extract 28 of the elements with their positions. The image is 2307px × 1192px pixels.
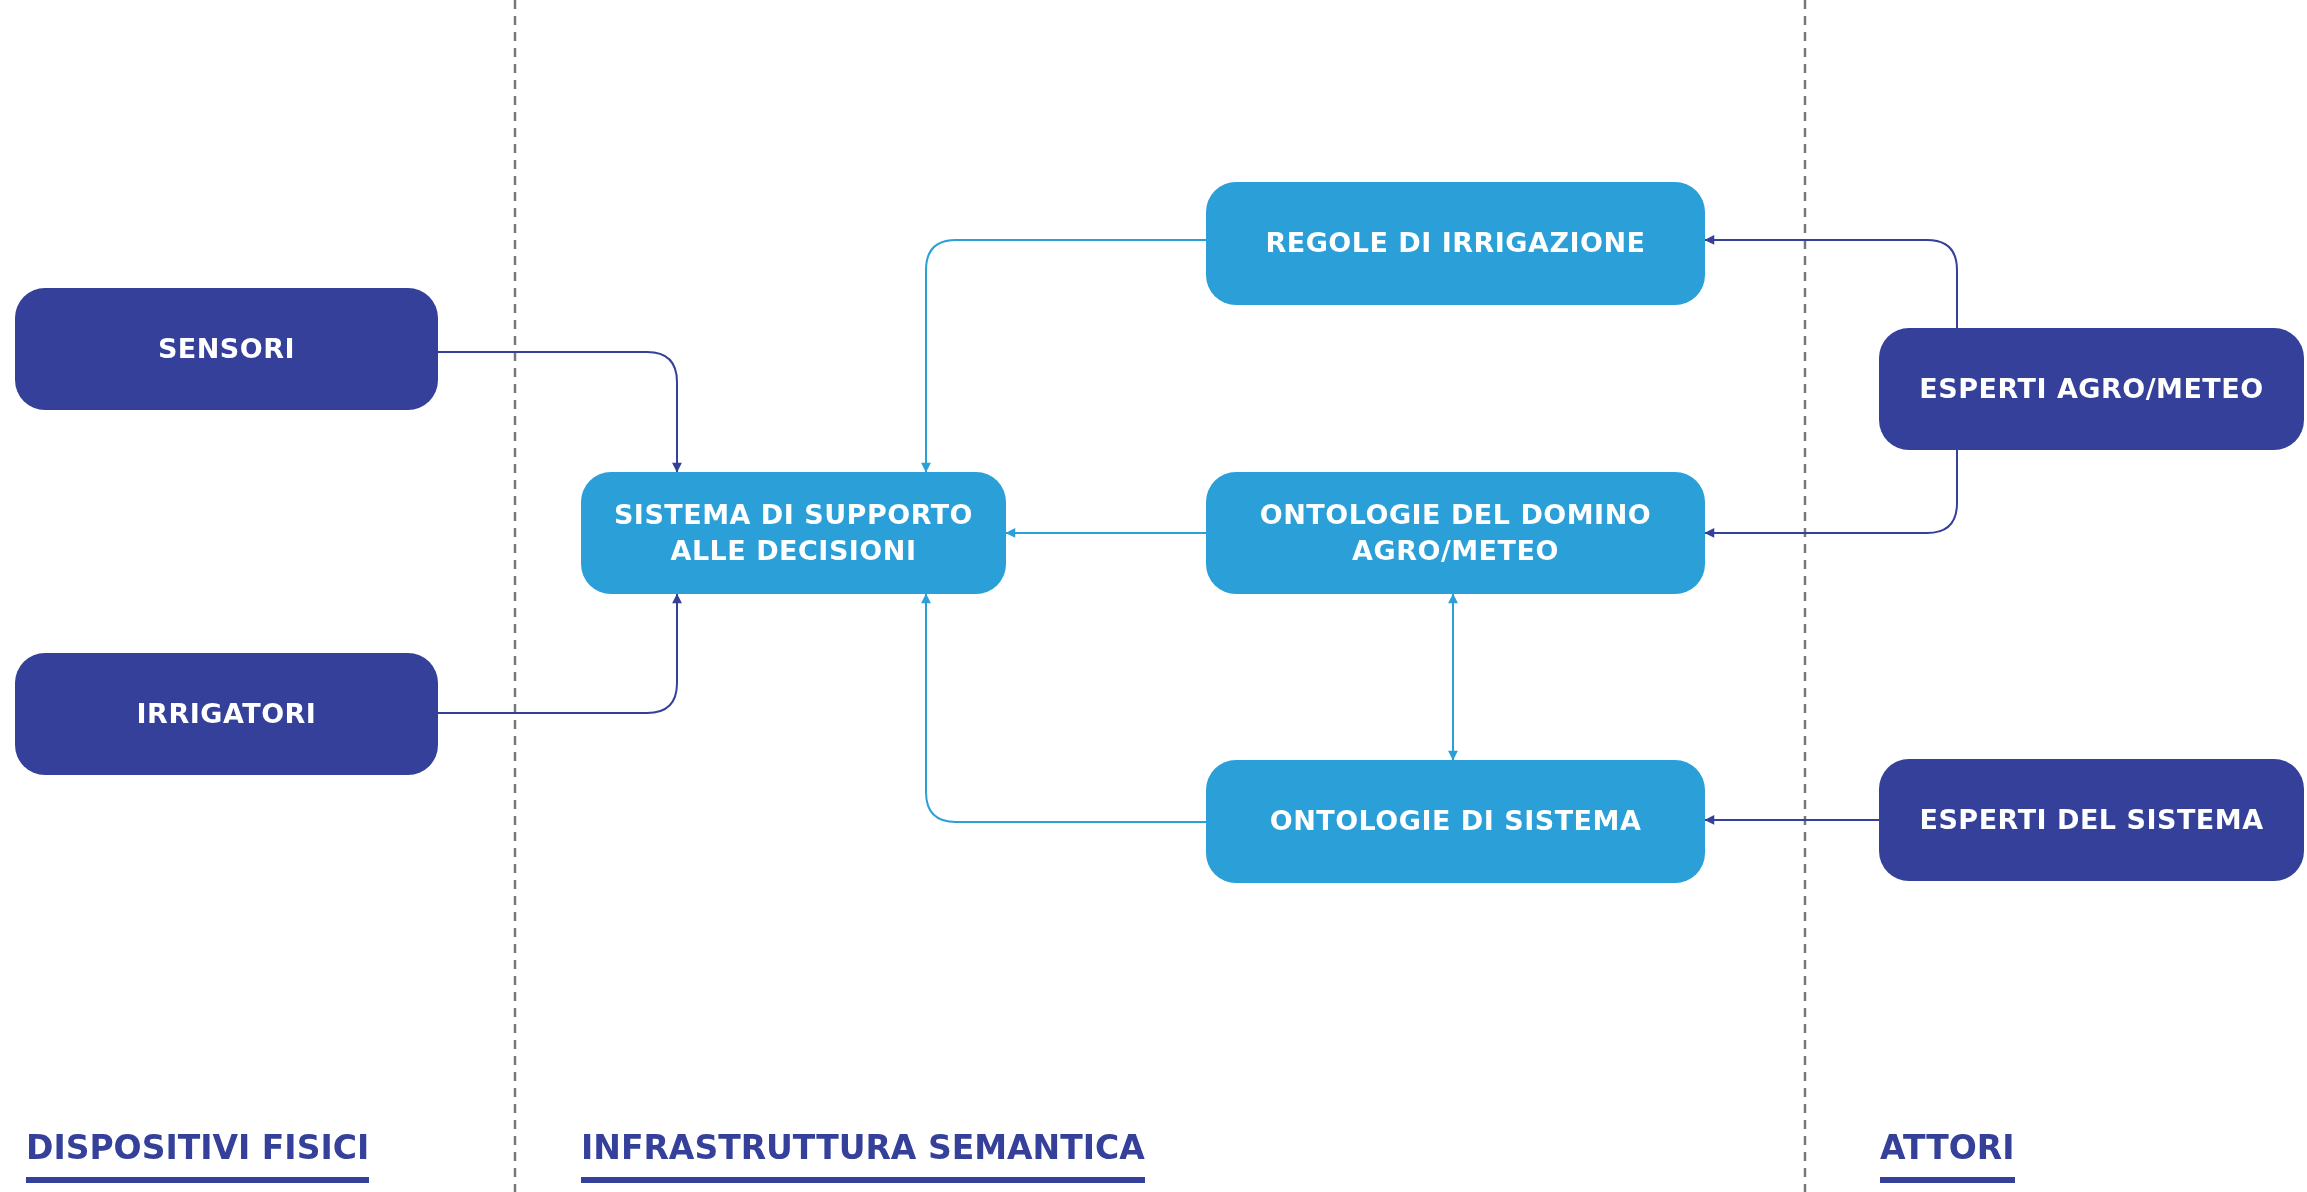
box-label: SISTEMA DI SUPPORTO ALLE DECISIONI xyxy=(612,497,975,568)
process-box xyxy=(581,472,1006,594)
arrow xyxy=(921,239,1207,473)
arrow xyxy=(1448,593,1458,761)
process-box xyxy=(15,653,438,775)
arrow xyxy=(437,593,682,714)
arrow xyxy=(1704,815,1880,825)
column-heading: INFRASTRUTTURA SEMANTICA xyxy=(581,1128,1145,1183)
process-box xyxy=(1206,760,1705,883)
box-label: ESPERTI AGRO/METEO xyxy=(1919,371,2264,406)
arrow xyxy=(921,593,1207,823)
box-label: REGOLE DI IRRIGAZIONE xyxy=(1265,226,1646,261)
box-label: SENSORI xyxy=(157,331,296,366)
process-box xyxy=(1206,472,1705,594)
process-box xyxy=(1879,759,2304,881)
arrow xyxy=(437,351,682,473)
arrow xyxy=(1005,528,1207,538)
box-label: IRRIGATORI xyxy=(136,696,317,731)
box-label: ONTOLOGIE DI SISTEMA xyxy=(1269,804,1642,839)
column-heading: ATTORI xyxy=(1880,1128,2015,1183)
arrow xyxy=(1704,235,1958,329)
column-heading: DISPOSITIVI FISICI xyxy=(26,1128,370,1183)
box-label: ESPERTI DEL SISTEMA xyxy=(1919,802,2264,837)
process-box xyxy=(1879,328,2304,450)
arrow xyxy=(1704,449,1958,538)
box-label: ONTOLOGIE DEL DOMINO AGRO/METEO xyxy=(1258,497,1653,568)
process-box xyxy=(1206,182,1705,305)
process-box xyxy=(15,288,438,410)
